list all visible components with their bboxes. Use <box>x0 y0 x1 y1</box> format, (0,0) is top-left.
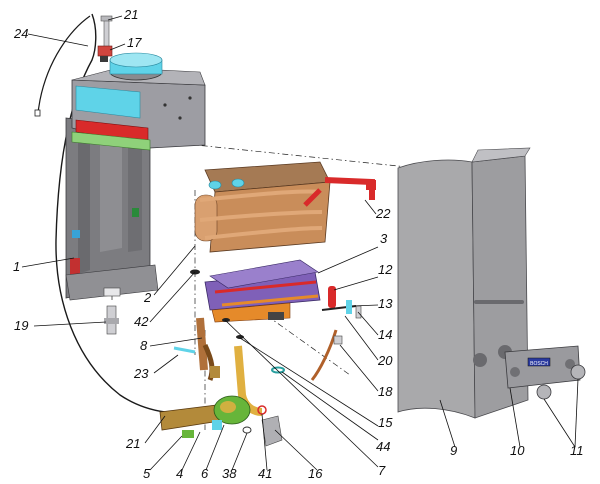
label-14: 14 <box>378 327 392 342</box>
draft-hood <box>71 52 206 151</box>
label-16: 16 <box>308 466 323 481</box>
label-23: 23 <box>133 366 149 381</box>
label-11: 11 <box>570 443 584 458</box>
thermocouple-probe <box>104 305 119 335</box>
label-9: 9 <box>450 443 457 458</box>
leader-lines <box>21 15 579 471</box>
label-13: 13 <box>378 296 393 311</box>
label-20: 20 <box>377 353 393 368</box>
label-38: 38 <box>222 466 237 481</box>
thermocouple-wire <box>34 13 166 413</box>
label-22: 22 <box>375 206 391 221</box>
label-41: 41 <box>258 466 272 481</box>
label-24: 24 <box>13 26 28 41</box>
valve-assembly <box>159 395 283 447</box>
label-15: 15 <box>378 415 393 430</box>
label-44: 44 <box>376 439 390 454</box>
label-7: 7 <box>378 463 386 478</box>
label-21-bottom: 21 <box>125 436 140 451</box>
label-21-top: 21 <box>123 7 138 22</box>
heat-exchanger <box>194 161 376 253</box>
label-4: 4 <box>176 466 183 481</box>
sensor-clip <box>97 45 113 62</box>
control-panel: BOSCH <box>504 345 581 389</box>
part-labels: 24 21 17 1 19 2 22 3 42 8 23 12 13 14 20… <box>13 7 584 481</box>
label-3: 3 <box>380 231 388 246</box>
front-casing <box>397 147 531 419</box>
label-18: 18 <box>378 384 393 399</box>
label-1: 1 <box>13 259 20 274</box>
label-8: 8 <box>140 338 148 353</box>
label-17: 17 <box>127 35 142 50</box>
label-2: 2 <box>143 290 152 305</box>
label-12: 12 <box>378 262 393 277</box>
label-5: 5 <box>143 466 151 481</box>
label-19: 19 <box>14 318 28 333</box>
panel-badge: BOSCH <box>530 361 548 367</box>
label-42: 42 <box>134 314 149 329</box>
label-6: 6 <box>201 466 209 481</box>
label-10: 10 <box>510 443 525 458</box>
burner <box>204 259 321 323</box>
